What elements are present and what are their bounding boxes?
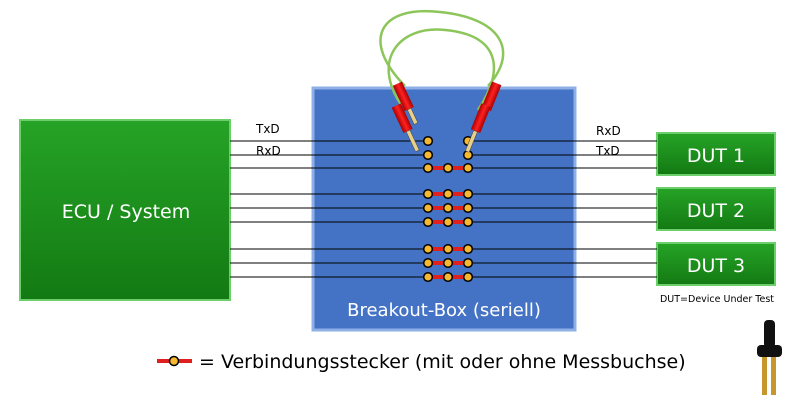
pin-socket — [422, 188, 434, 200]
signal-label-right: RxD — [596, 124, 621, 138]
legend-pin-icon — [168, 355, 180, 367]
dut-1: DUT 1 — [656, 132, 776, 176]
dut-label: DUT 1 — [687, 145, 745, 167]
signal-lines — [230, 140, 657, 278]
pin-socket — [422, 216, 434, 228]
pin-socket — [422, 243, 434, 255]
patch-cables — [379, 9, 505, 111]
legend: = Verbindungsstecker (mit oder ohne Mess… — [157, 351, 686, 373]
dut-2: DUT 2 — [656, 187, 776, 231]
ecu-label: ECU / System — [62, 201, 191, 223]
dut-label: DUT 2 — [687, 200, 745, 222]
signal-label-left: TxD — [255, 122, 280, 136]
pin-socket — [442, 202, 454, 214]
pin-socket — [442, 162, 454, 174]
pin-socket — [422, 149, 434, 161]
pin-socket — [422, 202, 434, 214]
pin-socket — [442, 216, 454, 228]
signal-label-right: TxD — [595, 144, 620, 158]
legend-text: = Verbindungsstecker (mit oder ohne Mess… — [199, 351, 686, 373]
connector-plug-icon — [757, 320, 782, 395]
connectors — [422, 135, 474, 283]
pin-socket — [422, 257, 434, 269]
pin-socket — [422, 135, 434, 147]
pin-socket — [422, 271, 434, 283]
pin-socket — [442, 271, 454, 283]
dut-label: DUT 3 — [687, 255, 745, 277]
ecu-block: ECU / System — [19, 119, 231, 301]
pin-socket — [462, 202, 474, 214]
pin-socket — [462, 243, 474, 255]
pin-socket — [462, 257, 474, 269]
pin-socket — [422, 162, 434, 174]
pin-socket — [442, 257, 454, 269]
pin-socket — [462, 216, 474, 228]
pin-socket — [442, 188, 454, 200]
pin-socket — [442, 243, 454, 255]
dut-3: DUT 3 — [656, 242, 776, 286]
pin-socket — [462, 271, 474, 283]
dut-note: DUT=Device Under Test — [660, 294, 774, 305]
signal-label-left: RxD — [256, 144, 281, 158]
test-plugs — [391, 81, 502, 153]
pin-socket — [462, 162, 474, 174]
pin-socket — [462, 188, 474, 200]
breakout-box-label: Breakout-Box (seriell) — [347, 300, 541, 321]
